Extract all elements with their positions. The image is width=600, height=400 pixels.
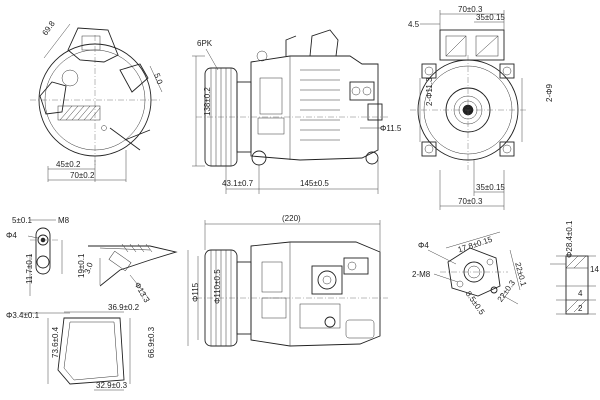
dim-4: 4: [578, 289, 583, 298]
dim-70: 70±0.2: [70, 171, 95, 180]
dim-3-0: 3.0: [83, 261, 95, 275]
dim-73-6: 73.6±0.4: [51, 326, 60, 358]
dim-2-phi11-3: 2-Φ11.3: [425, 77, 434, 106]
dim-70-bottom: 70±0.3: [458, 197, 483, 206]
dim-phi13-3: Φ13.3: [133, 281, 152, 305]
dim-69-8: 69.8: [40, 19, 57, 37]
dim-phi11-5: Φ11.5: [380, 124, 402, 133]
dim-phi3-4: Φ3.4±0.1: [6, 311, 40, 320]
dim-14: 14: [590, 265, 599, 274]
dim-35-bottom: 35±0.15: [476, 183, 505, 192]
detail-oring: Φ3.4±0.1 36.9±0.2 73.6±0.4 66.9±0.3 32.9…: [6, 303, 156, 391]
dim-2: 2: [578, 304, 583, 313]
dim-phi4-port: Φ4: [418, 241, 429, 250]
dim-11-7: 11.7±0.1: [25, 253, 34, 284]
detail-bolt-eye: 5±0.1 M8 Φ4 19±0.1 11.7±0.1: [6, 216, 86, 296]
dim-phi28-4: Φ28.4±0.1: [565, 220, 574, 258]
dim-19: 19±0.1: [77, 253, 86, 278]
dim-145: 145±0.5: [300, 179, 329, 188]
top-left-end-view: 69.8 5.0 45±0.2 70±0.2: [30, 19, 165, 182]
dim-5: 5±0.1: [12, 216, 33, 225]
dim-17-8: 17.8±0.15: [457, 235, 494, 255]
label-m8: M8: [58, 216, 70, 225]
dim-220: (220): [282, 214, 301, 223]
dim-phi115: Φ115: [191, 282, 200, 302]
detail-angled-bracket: 3.0 Φ13.3: [83, 243, 178, 305]
dim-32-9: 32.9±0.3: [96, 381, 128, 390]
dim-43-1: 43.1±0.7: [222, 179, 254, 188]
bottom-side-view: (220) Φ115 Φ110±0.5: [187, 214, 388, 347]
dim-4-5: 4.5: [408, 20, 420, 29]
top-right-front-view: 70±0.3 35±0.15 4.5 2-Φ11.3 2-Φ9 35±0.15 …: [408, 5, 554, 210]
dim-66-9: 66.9±0.3: [147, 326, 156, 358]
dim-35-top: 35±0.15: [476, 13, 505, 22]
dim-138: 138±0.2: [203, 87, 212, 116]
top-side-view: 6PK 138±0.2 Φ11.5 43.1±0.7 145±0.5: [192, 29, 402, 194]
label-2-m8: 2-M8: [412, 270, 431, 279]
dim-70-top: 70±0.3: [458, 5, 483, 14]
dim-2-phi9: 2-Φ9: [545, 84, 554, 102]
dim-5-0: 5.0: [152, 72, 164, 86]
label-6pk: 6PK: [197, 39, 213, 48]
dim-phi4-detail: Φ4: [6, 231, 17, 240]
dim-36-9: 36.9±0.2: [108, 303, 140, 312]
dim-22-b: 22±0.3: [496, 278, 518, 304]
dim-45: 45±0.2: [56, 160, 81, 169]
dim-phi110: Φ110±0.5: [213, 269, 222, 304]
detail-port-flange: Φ4 2-M8 17.8±0.15 22±0.1 22±0.3 8.5±0.5: [412, 231, 528, 317]
detail-flange-section: Φ28.4±0.1 14 4 2: [550, 220, 599, 315]
